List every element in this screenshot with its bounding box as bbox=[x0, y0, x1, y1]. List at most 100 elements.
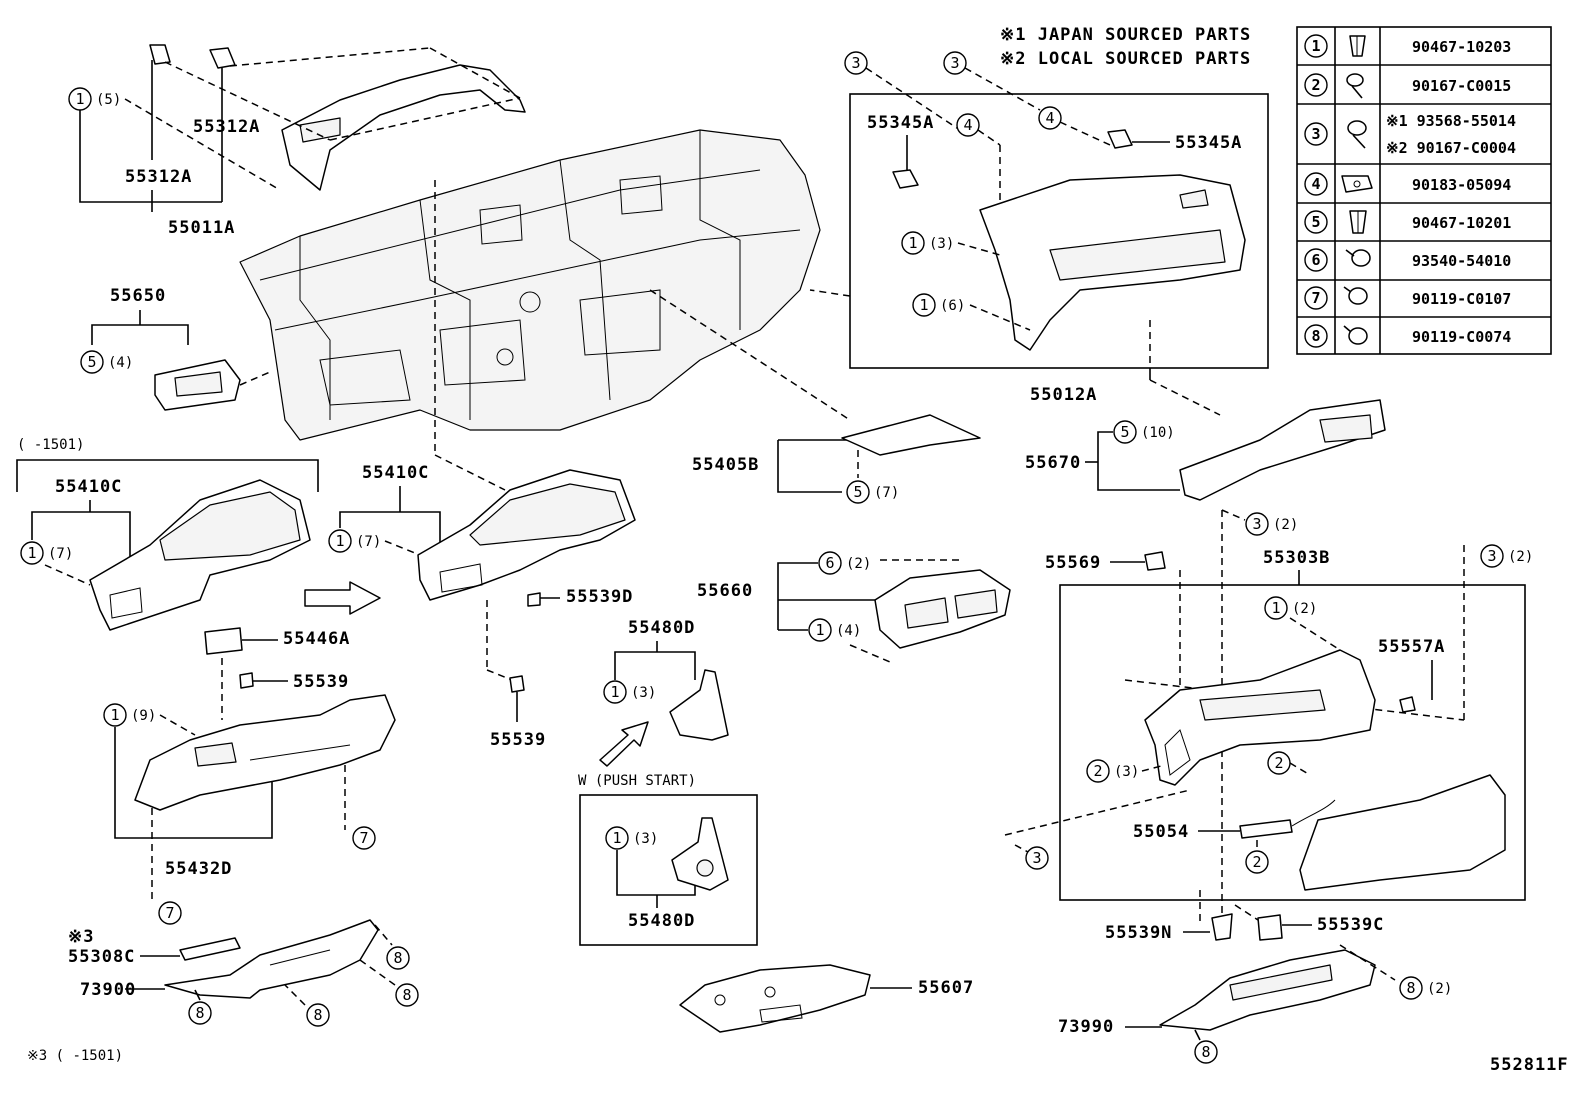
push-start-label: W (PUSH START) bbox=[578, 773, 696, 789]
svg-text:8: 8 bbox=[313, 1006, 322, 1024]
switch-icon bbox=[509, 675, 525, 693]
lower-cover-55607 bbox=[679, 964, 871, 1033]
part-55670[interactable]: 55670 bbox=[1025, 453, 1081, 473]
qty-label: (2) bbox=[1292, 601, 1317, 617]
part-55446A[interactable]: 55446A bbox=[283, 629, 350, 649]
passenger-panel-55012A bbox=[979, 174, 1246, 351]
part-55539[interactable]: 55539 bbox=[293, 672, 349, 692]
early-range-label: ( -1501) bbox=[17, 437, 84, 453]
part-55539C[interactable]: 55539C bbox=[1317, 915, 1384, 935]
qty-label: (2) bbox=[1273, 517, 1298, 533]
svg-text:8: 8 bbox=[402, 986, 411, 1004]
svg-text:90467-10203: 90467-10203 bbox=[1412, 38, 1511, 56]
svg-text:8: 8 bbox=[1201, 1043, 1210, 1061]
svg-text:1: 1 bbox=[1311, 37, 1320, 55]
lower-cover-73900 bbox=[164, 919, 379, 999]
table-row: 6 93540-54010 bbox=[1304, 248, 1511, 272]
diagram-code: 552811F bbox=[1490, 1055, 1569, 1075]
svg-text:2: 2 bbox=[1093, 762, 1102, 780]
table-row: 2 90167-C0015 bbox=[1304, 73, 1511, 99]
svg-text:※1 93568-55014: ※1 93568-55014 bbox=[1386, 112, 1516, 130]
side-vent-55650 bbox=[154, 359, 241, 411]
qty-label: (4) bbox=[836, 623, 861, 639]
center-vent-55660 bbox=[874, 569, 1011, 649]
part-55303B[interactable]: 55303B bbox=[1263, 548, 1330, 568]
part-55650[interactable]: 55650 bbox=[110, 286, 166, 306]
svg-text:3: 3 bbox=[851, 54, 860, 72]
side-vent-panel-55670 bbox=[1179, 399, 1386, 501]
screw-icon bbox=[1347, 120, 1367, 149]
svg-text:90119-C0107: 90119-C0107 bbox=[1412, 290, 1511, 308]
table-row: 5 90467-10201 bbox=[1304, 210, 1511, 234]
switch-icon bbox=[1211, 913, 1233, 941]
push-start-plate bbox=[671, 817, 729, 891]
svg-text:3: 3 bbox=[1032, 849, 1041, 867]
switch-icon bbox=[239, 672, 254, 689]
svg-text:6: 6 bbox=[825, 554, 834, 572]
part-55432D[interactable]: 55432D bbox=[165, 859, 232, 879]
part-55405B[interactable]: 55405B bbox=[692, 455, 759, 475]
svg-text:5: 5 bbox=[87, 353, 96, 371]
qty-label: (5) bbox=[96, 92, 121, 108]
svg-text:8: 8 bbox=[393, 949, 402, 967]
screw-icon bbox=[1345, 249, 1371, 267]
part-55011A[interactable]: 55011A bbox=[168, 218, 235, 238]
switch-icon bbox=[527, 592, 541, 607]
svg-text:※2 90167-C0004: ※2 90167-C0004 bbox=[1386, 139, 1516, 157]
qty-label: (2) bbox=[846, 556, 871, 572]
part-55410C[interactable]: 55410C bbox=[55, 477, 122, 497]
part-55557A[interactable]: 55557A bbox=[1378, 637, 1445, 657]
svg-text:2: 2 bbox=[1252, 853, 1261, 871]
svg-text:8: 8 bbox=[1311, 327, 1320, 345]
switch-icon bbox=[179, 937, 241, 961]
part-55345A[interactable]: 55345A bbox=[1175, 133, 1242, 153]
note-local-sourced: ※2 LOCAL SOURCED PARTS bbox=[1000, 49, 1251, 69]
part-55480D[interactable]: 55480D bbox=[628, 911, 695, 931]
svg-text:4: 4 bbox=[963, 116, 972, 134]
svg-text:90167-C0015: 90167-C0015 bbox=[1412, 77, 1511, 95]
qty-label: (3) bbox=[633, 831, 658, 847]
svg-text:6: 6 bbox=[1311, 251, 1320, 269]
svg-text:2: 2 bbox=[1274, 754, 1283, 772]
svg-text:4: 4 bbox=[1045, 109, 1054, 127]
part-55539D[interactable]: 55539D bbox=[566, 587, 633, 607]
part-55345A[interactable]: 55345A bbox=[867, 113, 934, 133]
part-55312A[interactable]: 55312A bbox=[193, 117, 260, 137]
part-55539N[interactable]: 55539N bbox=[1105, 923, 1172, 943]
svg-text:5: 5 bbox=[853, 483, 862, 501]
part-55054[interactable]: 55054 bbox=[1133, 822, 1189, 842]
part-55660[interactable]: 55660 bbox=[697, 581, 753, 601]
part-55539[interactable]: 55539 bbox=[490, 730, 546, 750]
note-japan-sourced: ※1 JAPAN SOURCED PARTS bbox=[1000, 25, 1251, 45]
svg-text:1: 1 bbox=[110, 706, 119, 724]
part-73990[interactable]: 73990 bbox=[1058, 1017, 1114, 1037]
svg-text:3: 3 bbox=[1487, 547, 1496, 565]
switch-icon bbox=[1257, 914, 1283, 941]
glovebox-55303B-box bbox=[1059, 584, 1526, 901]
part-55410C[interactable]: 55410C bbox=[362, 463, 429, 483]
part-73900[interactable]: 73900 bbox=[80, 980, 136, 1000]
damper-icon bbox=[1239, 819, 1293, 839]
bolt-icon bbox=[1343, 325, 1368, 345]
svg-text:5: 5 bbox=[1120, 423, 1129, 441]
part-55607[interactable]: 55607 bbox=[918, 978, 974, 998]
svg-text:1: 1 bbox=[919, 296, 928, 314]
part-55012A[interactable]: 55012A bbox=[1030, 385, 1097, 405]
nut-clip-icon bbox=[1341, 175, 1373, 193]
qty-label: (10) bbox=[1141, 425, 1175, 441]
note-mark-3: ※3 bbox=[68, 927, 94, 947]
part-55569[interactable]: 55569 bbox=[1045, 553, 1101, 573]
part-55480D[interactable]: 55480D bbox=[628, 618, 695, 638]
svg-text:1: 1 bbox=[815, 621, 824, 639]
table-row: 3 ※1 93568-55014 ※2 90167-C0004 bbox=[1304, 112, 1516, 157]
svg-text:3: 3 bbox=[1252, 515, 1261, 533]
switch-base-icon bbox=[204, 627, 243, 655]
svg-text:1: 1 bbox=[27, 544, 36, 562]
svg-text:3: 3 bbox=[1311, 125, 1320, 143]
pad-55012A-box bbox=[849, 93, 1269, 369]
part-55312A[interactable]: 55312A bbox=[125, 167, 192, 187]
table-row: 4 90183-05094 bbox=[1304, 172, 1511, 196]
part-55308C[interactable]: 55308C bbox=[68, 947, 135, 967]
